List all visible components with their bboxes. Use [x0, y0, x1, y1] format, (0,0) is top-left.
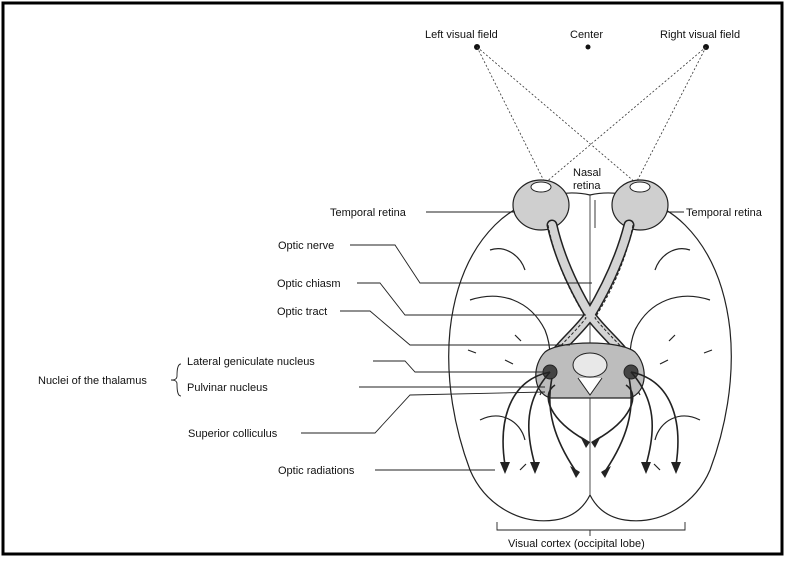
left-eye — [513, 180, 569, 230]
optic-nerve-label: Optic nerve — [278, 240, 334, 252]
visual-cortex-label: Visual cortex (occipital lobe) — [508, 538, 645, 550]
optic-chiasm-label: Optic chiasm — [277, 278, 341, 290]
lateral-geniculate-label: Lateral geniculate nucleus — [187, 356, 315, 368]
nasal-retina-label-line1: Nasal — [573, 167, 601, 179]
optic-tract-label: Optic tract — [277, 306, 327, 318]
left-visual-field-label: Left visual field — [425, 29, 498, 41]
superior-colliculus-label: Superior colliculus — [188, 428, 278, 440]
temporal-retina-left-label: Temporal retina — [330, 207, 407, 219]
pulvinar-label: Pulvinar nucleus — [187, 382, 268, 394]
right-eye — [612, 180, 668, 230]
nasal-retina-label-line2: retina — [573, 180, 601, 192]
optic-radiations-label: Optic radiations — [278, 465, 355, 477]
outer-frame — [3, 3, 782, 554]
right-visual-field-label: Right visual field — [660, 29, 740, 41]
center-label: Center — [570, 29, 603, 41]
thalamus-region — [536, 343, 644, 398]
temporal-retina-right-label: Temporal retina — [686, 207, 763, 219]
center-point — [586, 45, 591, 50]
thalamus-group-label: Nuclei of the thalamus — [38, 375, 147, 387]
